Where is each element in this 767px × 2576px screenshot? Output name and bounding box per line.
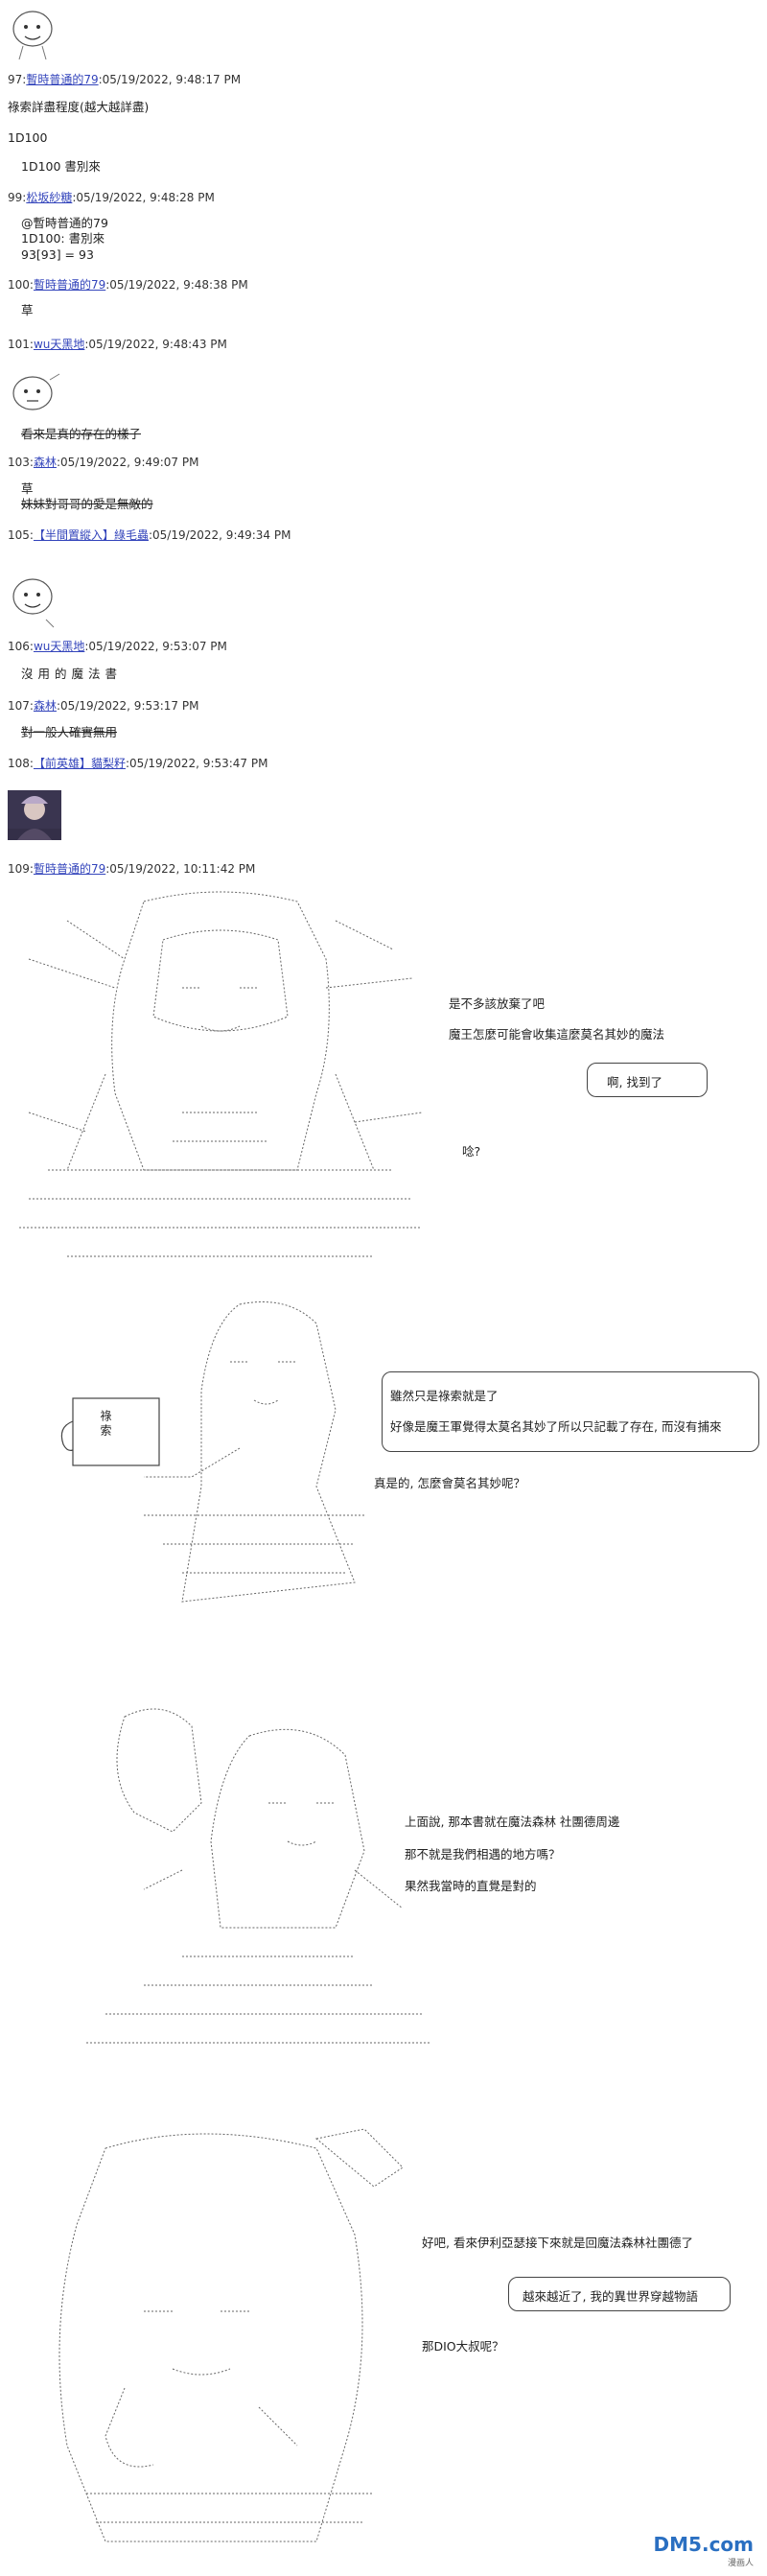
post-header: 105:【半間置縱入】綠毛蟲:05/19/2022, 9:49:34 PM bbox=[8, 528, 291, 542]
ascii-art-figure bbox=[86, 1698, 431, 2052]
mug-icon bbox=[54, 1393, 178, 1469]
post-header: 103:森林:05/19/2022, 9:49:07 PM bbox=[8, 456, 199, 469]
post-header: 101:wu天黑地:05/19/2022, 9:48:43 PM bbox=[8, 338, 227, 351]
post-header: 108:【前英雄】貓梨籽:05/19/2022, 9:53:47 PM bbox=[8, 757, 268, 770]
dialog-line: 那不就是我們相遇的地方嗎？ bbox=[405, 1847, 561, 1862]
post-body: @暫時普通的79 1D100: 書別來 93[93] = 93 bbox=[21, 216, 108, 262]
post-body: 草 妹妹對哥哥的愛是無敵的 bbox=[21, 481, 153, 512]
bubble-text: 啊, 找到了 bbox=[607, 1075, 662, 1089]
post-header: 99:松坂紗糖:05/19/2022, 9:48:28 PM bbox=[8, 191, 215, 204]
post-header: 100:暫時普通的79:05/19/2022, 9:48:38 PM bbox=[8, 278, 248, 292]
poster-name-link[interactable]: 暫時普通的79 bbox=[33, 862, 106, 876]
ascii-art-figure bbox=[48, 1295, 393, 1621]
poster-name-link[interactable]: wu天黑地 bbox=[33, 338, 85, 351]
poster-name-link[interactable]: 森林 bbox=[33, 699, 57, 713]
dialog-line: 是不多該放棄了吧 bbox=[449, 996, 546, 1011]
poster-name-link[interactable]: 【前英雄】貓梨籽 bbox=[33, 757, 126, 770]
avatar bbox=[8, 790, 61, 840]
post-body: 1D100 bbox=[8, 130, 48, 145]
poster-name-link[interactable]: wu天黑地 bbox=[33, 640, 85, 653]
post-header: 106:wu天黑地:05/19/2022, 9:53:07 PM bbox=[8, 640, 227, 653]
post-header: 107:森林:05/19/2022, 9:53:17 PM bbox=[8, 699, 199, 713]
bubble-text: 雖然只是祿索就是了 bbox=[390, 1389, 499, 1403]
bubble-text: 好像是魔王軍覺得太莫名其妙了所以只記載了存在, 而沒有捕來 bbox=[390, 1419, 722, 1434]
post-body: 1D100 書別來 bbox=[21, 159, 101, 174]
speech-bubble: 越來越近了, 我的異世界穿越物語 bbox=[508, 2277, 731, 2311]
face-doodle-icon bbox=[8, 572, 61, 629]
post-body: 看來是真的存在的樣子 bbox=[21, 427, 142, 441]
poster-name-link[interactable]: 森林 bbox=[33, 456, 57, 469]
post-body: 對一般人確實無用 bbox=[21, 725, 118, 739]
ascii-art-figure bbox=[10, 882, 431, 1266]
dialog-line: 好吧, 看來伊利亞瑟接下來就是回魔法森林社團德了 bbox=[422, 2236, 693, 2250]
poster-name-link[interactable]: 【半間置縱入】綠毛蟲 bbox=[33, 528, 149, 542]
post-header: 109:暫時普通的79:05/19/2022, 10:11:42 PM bbox=[8, 862, 256, 876]
dialog-line: 唸? bbox=[462, 1144, 481, 1159]
post-body: 沒用的魔法書 bbox=[21, 667, 123, 681]
ascii-art-figure bbox=[29, 2119, 412, 2561]
face-doodle-icon bbox=[8, 370, 61, 420]
post-body: 祿索詳盡程度(越大越詳盡) bbox=[8, 100, 150, 114]
poster-name-link[interactable]: 暫時普通的79 bbox=[33, 278, 106, 292]
dialog-line: 果然我當時的直覺是對的 bbox=[405, 1879, 537, 1893]
dialog-line: 那DIO大叔呢？ bbox=[422, 2339, 504, 2354]
poster-name-link[interactable]: 松坂紗糖 bbox=[26, 191, 73, 204]
speech-bubble: 啊, 找到了 bbox=[587, 1063, 708, 1097]
bubble-text: 越來越近了, 我的異世界穿越物語 bbox=[523, 2289, 698, 2304]
poster-name-link[interactable]: 暫時普通的79 bbox=[26, 73, 99, 86]
speech-bubble: 雖然只是祿索就是了 好像是魔王軍覺得太莫名其妙了所以只記載了存在, 而沒有捕來 bbox=[382, 1371, 759, 1452]
watermark-logo: DM5.com 漫画人 bbox=[653, 2533, 754, 2568]
post-header: 97:暫時普通的79:05/19/2022, 9:48:17 PM bbox=[8, 73, 242, 86]
mug-label: 祿索 bbox=[99, 1410, 112, 1439]
dialog-line: 真是的, 怎麼會莫名其妙呢？ bbox=[374, 1476, 525, 1490]
face-doodle-icon bbox=[8, 8, 58, 61]
dialog-line: 上面說, 那本書就在魔法森林 社團德周邊 bbox=[405, 1815, 620, 1829]
post-body: 草 bbox=[21, 303, 34, 317]
dialog-line: 魔王怎麼可能會收集這麼莫名其妙的魔法 bbox=[449, 1027, 665, 1042]
